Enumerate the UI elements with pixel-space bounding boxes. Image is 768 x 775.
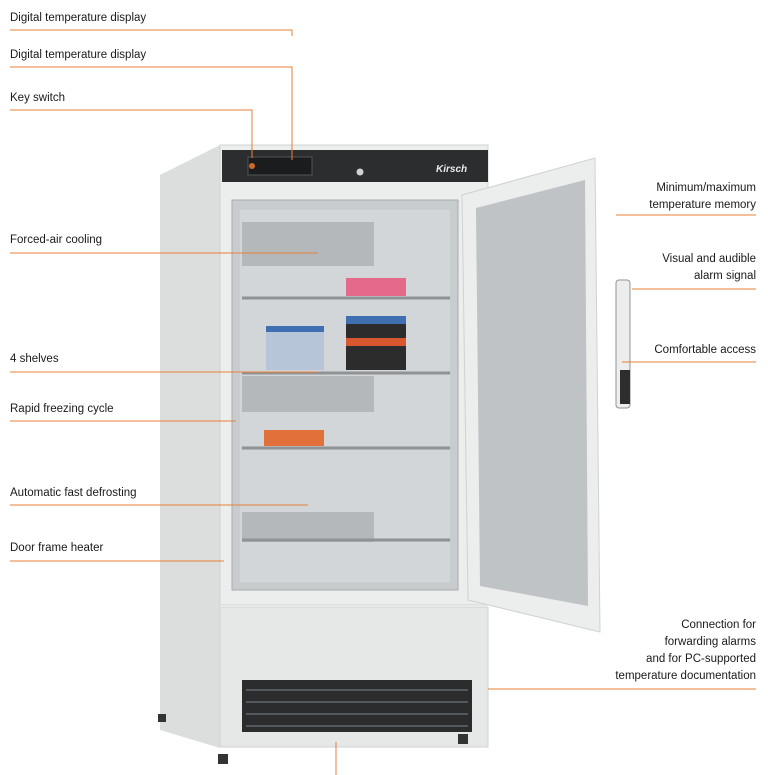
label-min-max-line1: Minimum/maximum (656, 182, 756, 194)
sample-rack-blue (266, 326, 324, 370)
label-min-max-memory: Minimum/maximum temperature memory (649, 180, 756, 214)
label-connection-line4: temperature documentation (615, 670, 756, 682)
shelves (242, 296, 450, 542)
label-door-frame-heater: Door frame heater (10, 542, 104, 554)
open-door (461, 157, 631, 633)
label-digital-temperature-display-1: Digital temperature display (10, 12, 147, 24)
label-connection-line1: Connection for (681, 619, 756, 631)
label-alarm-line1: Visual and audible (662, 253, 756, 265)
label-automatic-fast-defrosting: Automatic fast defrosting (10, 487, 137, 499)
label-comfortable-access: Comfortable access (654, 344, 756, 356)
sample-rack-pink (346, 278, 406, 296)
leader-temp-display-2 (10, 66, 293, 160)
key-switch-icon (249, 163, 255, 169)
brand-logo: Kirsch (436, 164, 467, 175)
sample-rack-orange (264, 430, 324, 446)
label-connection-line3: and for PC-supported (646, 653, 756, 665)
label-connection: Connection for forwarding alarms and for… (615, 617, 756, 685)
label-connection-line2: forwarding alarms (664, 636, 756, 648)
label-alarm-line2: alarm signal (694, 270, 756, 282)
label-rapid-freezing-cycle: Rapid freezing cycle (10, 403, 114, 415)
label-forced-air-cooling: Forced-air cooling (10, 234, 103, 246)
label-alarm-signal: Visual and audible alarm signal (662, 251, 756, 285)
leader-key-switch (10, 109, 253, 158)
label-min-max-line2: temperature memory (649, 199, 756, 211)
label-key-switch: Key switch (10, 92, 65, 104)
ventilation-grille (242, 680, 472, 732)
label-4-shelves: 4 shelves (10, 353, 59, 365)
lock-icon (356, 168, 364, 176)
label-digital-temperature-display-2: Digital temperature display (10, 49, 147, 61)
leader-temp-display-1 (10, 29, 293, 36)
cabinet-body: Kirsch (158, 144, 489, 764)
temperature-display (247, 156, 313, 176)
